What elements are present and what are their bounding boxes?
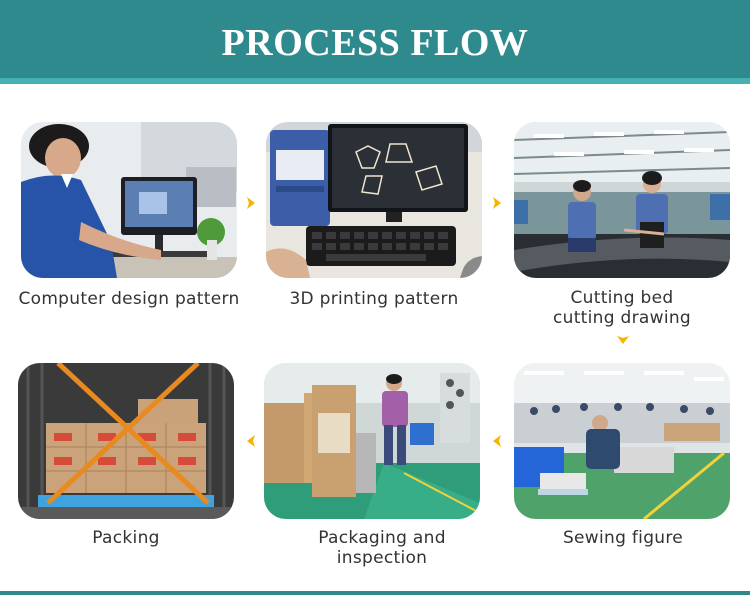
step-caption-cutting-bed: Cutting bed cutting drawing xyxy=(502,288,742,328)
arrow-right-icon xyxy=(490,196,504,210)
caption-line: inspection xyxy=(336,548,428,568)
arrow-left-icon xyxy=(244,434,258,448)
photo-cutting-bed xyxy=(514,122,730,278)
photo-packaging xyxy=(264,363,480,519)
step-caption-packing: Packing xyxy=(92,528,160,548)
step-caption-packaging: Packaging and inspection xyxy=(262,528,502,568)
step-caption-sewing: Sewing figure xyxy=(562,528,684,548)
header-stripe xyxy=(0,78,750,84)
arrow-right-icon xyxy=(244,196,258,210)
header-banner xyxy=(0,0,750,84)
photo-sewing xyxy=(514,363,730,519)
caption-line: cutting drawing xyxy=(552,308,692,328)
caption-line: Cutting bed xyxy=(570,288,674,308)
photo-computer-design xyxy=(21,122,237,278)
photo-packing xyxy=(18,363,234,519)
page-title: PROCESS FLOW xyxy=(221,22,529,64)
step-caption-computer-design: Computer design pattern xyxy=(18,289,240,309)
step-caption-3d-printing: 3D printing pattern xyxy=(289,289,459,309)
arrow-left-icon xyxy=(490,434,504,448)
arrow-down-icon xyxy=(616,333,630,347)
caption-line: Packaging and xyxy=(318,528,446,548)
footer-line xyxy=(0,591,750,595)
photo-3d-printing xyxy=(266,122,482,278)
